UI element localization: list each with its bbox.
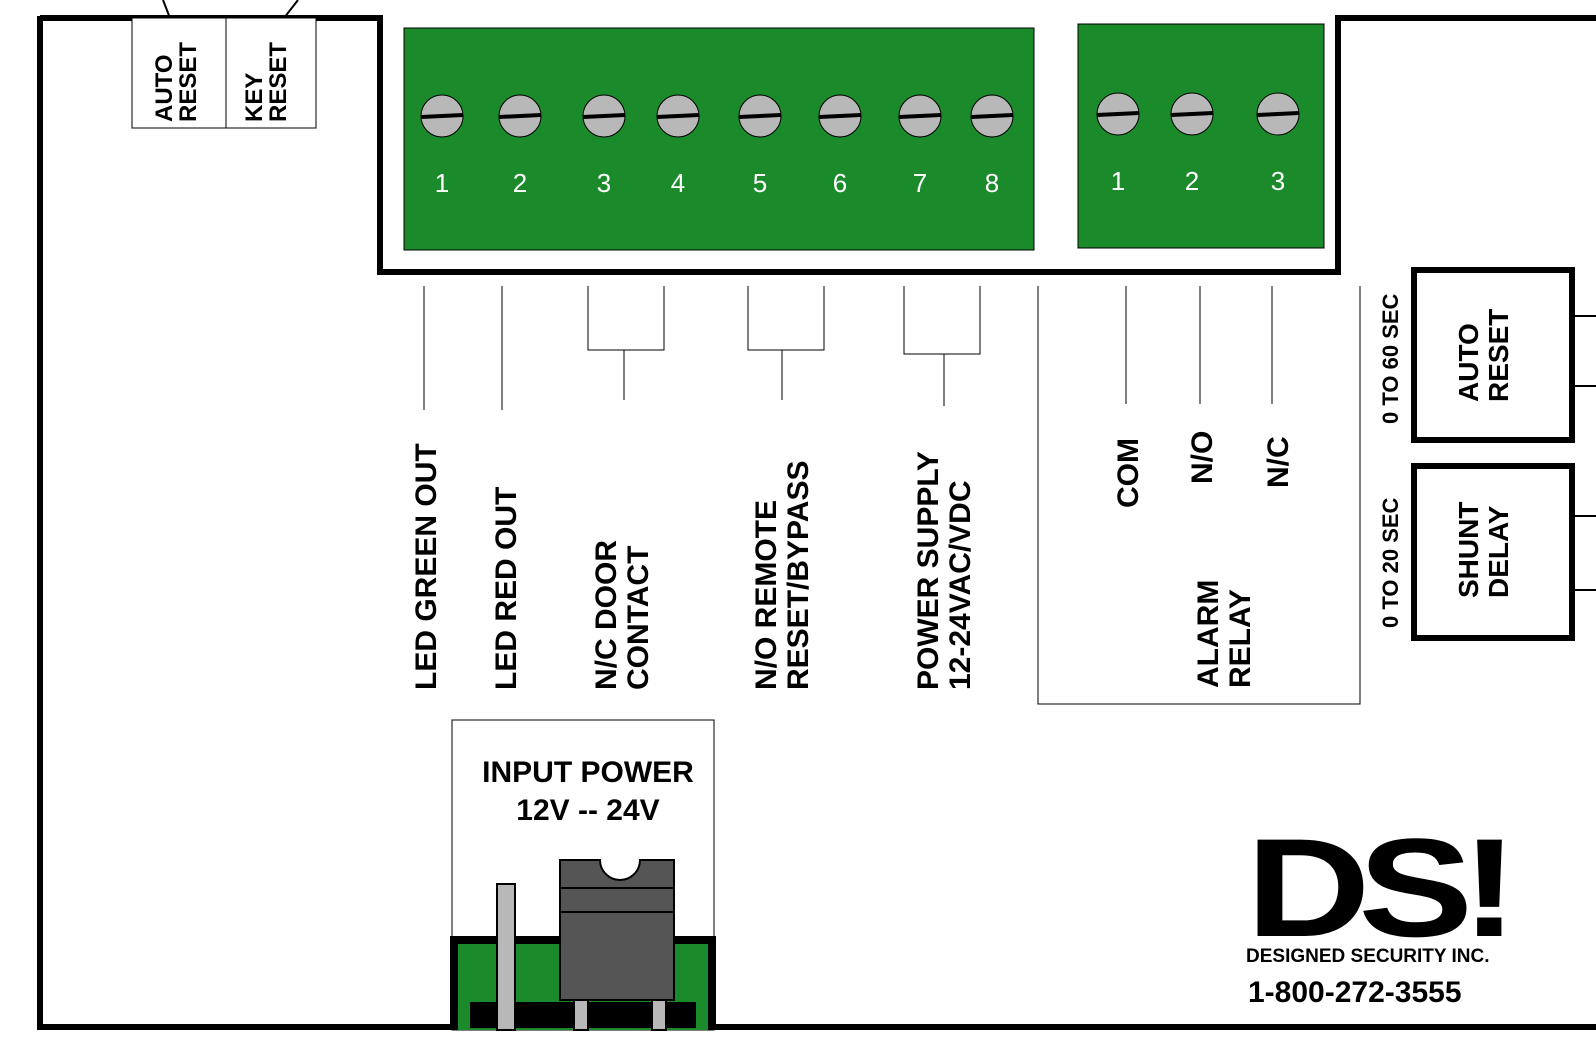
relay-terminal-number-1: 1 — [1111, 166, 1125, 196]
terminal-block-main — [403, 27, 1035, 251]
key-reset-switch-label-1: KEY — [241, 73, 268, 122]
com-label: COM — [1112, 438, 1145, 508]
main-terminal-screws: 1 2 3 4 5 6 7 8 — [420, 94, 1014, 198]
main-screw-slot-7 — [898, 113, 942, 119]
alarm-relay-label-2: RELAY — [1224, 589, 1257, 688]
input-power-connector: INPUT POWER 12V -- 24V — [450, 719, 716, 1031]
shunt-delay-pot-label-2: DELAY — [1483, 505, 1514, 598]
reset-selector: AUTO RESET KEY RESET — [131, 0, 317, 129]
relay-screw-slot-3 — [1256, 111, 1300, 117]
relay-screw-slot-2 — [1170, 111, 1214, 117]
auto-reset-switch-label-2: RESET — [175, 42, 202, 122]
auto-reset-switch-label-1: AUTO — [151, 54, 178, 122]
shunt-delay-pot-label-1: SHUNT — [1453, 502, 1484, 598]
nc-label: N/C — [1262, 436, 1295, 488]
main-terminal-number-2: 2 — [513, 168, 527, 198]
relay-terminal-number-2: 2 — [1185, 166, 1199, 196]
board-outline-top — [40, 15, 1596, 275]
main-screw-slot-2 — [498, 113, 542, 119]
door-contact-label-1: N/C DOOR — [590, 540, 623, 690]
input-power-title: INPUT POWER — [482, 756, 694, 789]
main-screw-slot-8 — [970, 113, 1014, 119]
main-terminal-number-3: 3 — [597, 168, 611, 198]
remote-reset-label-2: RESET/BYPASS — [782, 461, 815, 691]
dsi-logo: DS! DESIGNED SECURITY INC. 1-800-272-355… — [1246, 809, 1516, 1009]
main-terminal-number-4: 4 — [671, 168, 685, 198]
key-reset-switch-label-2: RESET — [265, 42, 292, 122]
relay-screw-slot-1 — [1096, 111, 1140, 117]
terminal-block-relay — [1077, 23, 1325, 249]
main-terminal-number-8: 8 — [985, 168, 999, 198]
phone-number: 1-800-272-3555 — [1248, 976, 1462, 1009]
main-screw-slot-1 — [420, 113, 464, 119]
remote-reset-label-1: N/O REMOTE — [750, 500, 783, 690]
power-supply-label-2: 12-24VAC/VDC — [944, 480, 977, 690]
shunt-delay-range-label: 0 TO 20 SEC — [1378, 497, 1403, 628]
auto-reset-pot[interactable]: 0 TO 60 SEC AUTO RESET — [1378, 267, 1596, 443]
shunt-delay-pot[interactable]: 0 TO 20 SEC SHUNT DELAY — [1378, 463, 1596, 641]
dsi-logo-mark: DS! — [1246, 809, 1506, 966]
main-terminal-number-1: 1 — [435, 168, 449, 198]
wire-leaders — [423, 286, 1361, 705]
company-name: DESIGNED SECURITY INC. — [1246, 946, 1490, 967]
alarm-relay-label-1: ALARM — [1192, 580, 1225, 688]
auto-reset-pot-label-2: RESET — [1483, 309, 1514, 402]
main-terminal-number-6: 6 — [833, 168, 847, 198]
relay-terminal-screws: 1 2 3 — [1096, 92, 1300, 196]
no-label: N/O — [1186, 431, 1219, 484]
main-terminal-number-7: 7 — [913, 168, 927, 198]
led-red-out-label: LED RED OUT — [490, 487, 523, 690]
relay-terminal-number-3: 3 — [1271, 166, 1285, 196]
auto-reset-range-label: 0 TO 60 SEC — [1378, 293, 1403, 424]
auto-reset-pot-label-1: AUTO — [1453, 323, 1484, 402]
main-screw-slot-3 — [582, 113, 626, 119]
door-contact-label-2: CONTACT — [622, 546, 655, 690]
main-screw-slot-5 — [738, 113, 782, 119]
power-supply-label-1: POWER SUPPLY — [912, 451, 945, 690]
main-terminal-number-5: 5 — [753, 168, 767, 198]
led-green-out-label: LED GREEN OUT — [410, 443, 443, 690]
main-screw-slot-6 — [818, 113, 862, 119]
input-power-voltage: 12V -- 24V — [516, 794, 659, 827]
main-screw-slot-4 — [656, 113, 700, 119]
